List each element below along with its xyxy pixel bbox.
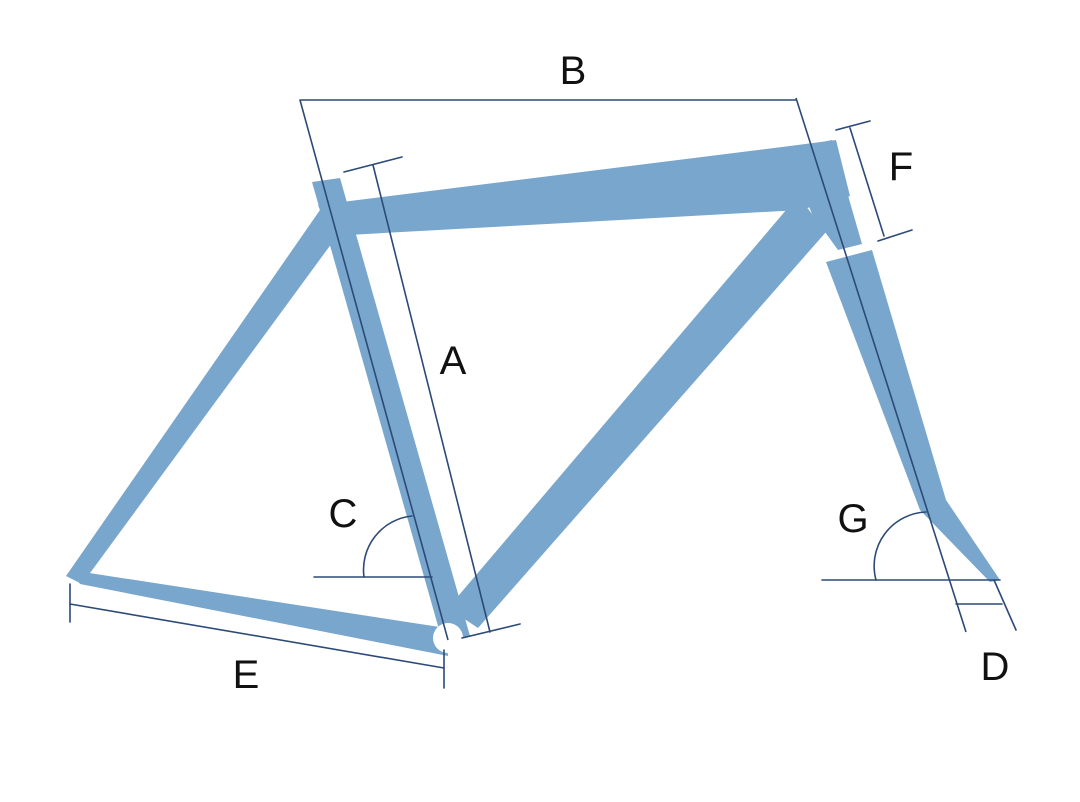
dimension-a-line: [372, 164, 491, 633]
label-g: G: [837, 497, 868, 541]
frame-tubes: [66, 140, 1000, 656]
label-d: D: [981, 645, 1010, 689]
fork: [826, 250, 1000, 582]
dimension-a-tick-bottom: [461, 623, 521, 639]
label-e: E: [233, 653, 260, 697]
dimension-labels: B F A C G E D: [233, 49, 1010, 697]
label-c: C: [329, 492, 358, 536]
label-b: B: [560, 49, 587, 93]
dimension-a-tick-top: [343, 156, 403, 173]
dimension-f-tick-top: [835, 120, 871, 131]
seat-tube: [312, 178, 470, 640]
fork-offset-line: [993, 579, 1017, 631]
seat-angle-arc: [362, 515, 413, 578]
label-f: F: [889, 145, 913, 189]
head-tube: [786, 140, 862, 250]
dimension-lines: [69, 97, 1017, 689]
head-angle-arc: [873, 511, 927, 581]
down-tube: [448, 196, 826, 628]
dimension-f-tick-bottom: [877, 229, 913, 242]
chain-stay: [70, 570, 448, 656]
seat-stay: [66, 210, 340, 584]
top-tube: [318, 140, 850, 236]
steering-axis-line: [795, 97, 967, 633]
seat-tube-axis-line: [299, 99, 449, 641]
dimension-f-line: [849, 127, 885, 237]
dimension-e-line: [69, 603, 445, 669]
label-a: A: [440, 339, 467, 383]
